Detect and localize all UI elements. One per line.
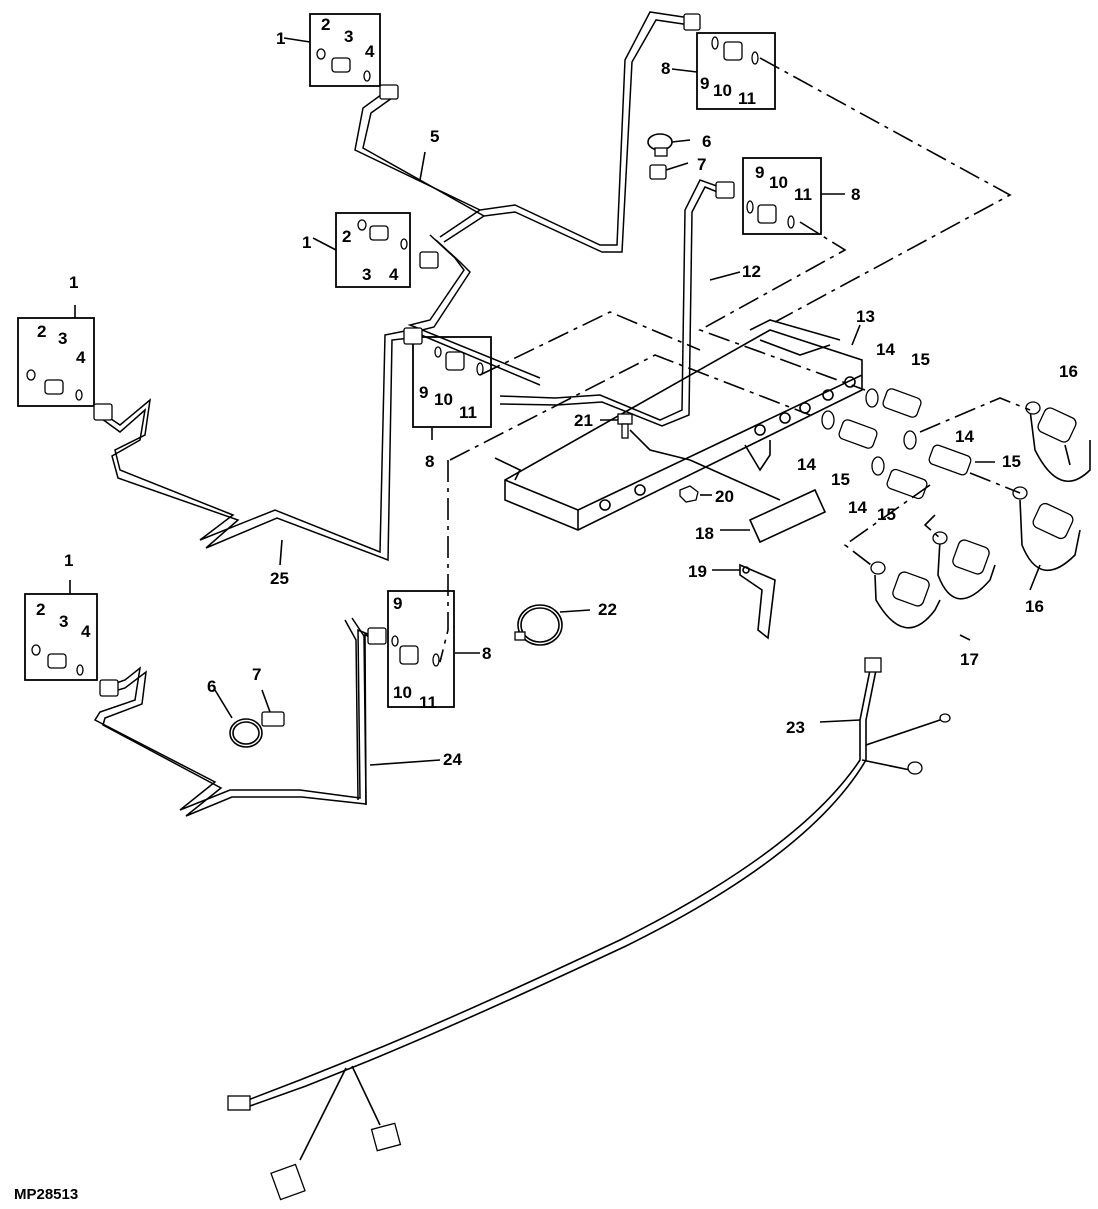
callout-16: 16 xyxy=(1025,597,1044,616)
leader-lines xyxy=(69,37,1071,766)
callout-18: 18 xyxy=(695,524,714,543)
fitting-parts-top xyxy=(316,48,371,82)
callout-3: 3 xyxy=(59,612,68,631)
callout-4: 4 xyxy=(76,348,86,367)
clip-7-upper xyxy=(649,164,667,180)
clamp-22 xyxy=(514,604,563,646)
callout-3: 3 xyxy=(344,27,353,46)
callout-7: 7 xyxy=(697,155,706,174)
hydraulic-tube-24 xyxy=(344,617,387,806)
callout-17: 17 xyxy=(960,650,979,669)
callout-10: 10 xyxy=(769,173,788,192)
coupler-parts-right xyxy=(746,200,795,229)
callout-25: 25 xyxy=(270,569,289,588)
callout-15: 15 xyxy=(911,350,930,369)
clamp-6-upper xyxy=(647,133,673,157)
fitting-kit-box-mid xyxy=(335,212,411,288)
coupler-kit-box-center xyxy=(412,336,492,428)
callout-2: 2 xyxy=(37,322,46,341)
callout-1: 1 xyxy=(302,233,311,252)
callout-6: 6 xyxy=(702,132,711,151)
callout-10: 10 xyxy=(434,390,453,409)
bolt-21 xyxy=(617,413,691,461)
hydraulic-tube-upper-mid xyxy=(407,234,541,386)
callout-15: 15 xyxy=(831,470,850,489)
callout-3: 3 xyxy=(58,329,67,348)
dust-caps-16-17 xyxy=(870,401,1091,629)
callout-9: 9 xyxy=(755,163,764,182)
callout-14: 14 xyxy=(797,455,816,474)
callout-14: 14 xyxy=(876,340,895,359)
clamp-6-lower xyxy=(229,718,263,748)
callout-13: 13 xyxy=(856,307,875,326)
callout-11: 11 xyxy=(459,403,477,422)
figure-code: MP28513 xyxy=(14,1186,78,1203)
callout-2: 2 xyxy=(321,15,330,34)
callout-21: 21 xyxy=(574,411,593,430)
callout-4: 4 xyxy=(365,42,375,61)
fitting-kit-box-lower xyxy=(24,593,98,681)
callout-1: 1 xyxy=(276,29,285,48)
callout-9: 9 xyxy=(419,383,428,402)
callout-8: 8 xyxy=(851,185,860,204)
callout-11: 11 xyxy=(794,185,812,204)
callout-4: 4 xyxy=(389,265,399,284)
coupler-parts-top xyxy=(711,36,759,65)
callout-9: 9 xyxy=(393,594,402,613)
callout-22: 22 xyxy=(598,600,617,619)
dashed-association-lines xyxy=(439,57,1031,663)
callout-3: 3 xyxy=(362,265,371,284)
coupler-kit-box-bottom xyxy=(387,590,455,708)
callout-10: 10 xyxy=(713,81,732,100)
wiring-harness-23 xyxy=(227,657,951,1201)
callout-labels: 1 1 1 1 2 2 2 2 3 3 3 3 4 4 4 4 5 6 6 7 … xyxy=(36,15,1078,769)
callout-8: 8 xyxy=(425,452,434,471)
coupler-kit-box-top xyxy=(696,32,776,110)
callout-1: 1 xyxy=(64,551,73,570)
callout-16: 16 xyxy=(1059,362,1078,381)
callout-19: 19 xyxy=(688,562,707,581)
callout-23: 23 xyxy=(786,718,805,737)
fitting-kit-box-top xyxy=(309,13,381,87)
callout-10: 10 xyxy=(393,683,412,702)
coupler-parts-center xyxy=(434,346,484,376)
hydraulic-tube-25 xyxy=(93,327,423,562)
callout-24: 24 xyxy=(443,750,462,769)
callout-11: 11 xyxy=(419,693,437,712)
callout-20: 20 xyxy=(715,487,734,506)
callout-4: 4 xyxy=(81,622,91,641)
callout-8: 8 xyxy=(482,644,491,663)
callout-12: 12 xyxy=(742,262,761,281)
callout-2: 2 xyxy=(342,227,351,246)
fitting-parts-left xyxy=(26,369,83,401)
bracket-19 xyxy=(739,563,776,640)
coupler-kit-box-right xyxy=(742,157,822,235)
callout-15: 15 xyxy=(877,505,896,524)
quick-couplers-15 xyxy=(821,388,972,500)
callout-5: 5 xyxy=(430,127,439,146)
coupler-parts-bottom xyxy=(391,635,440,667)
decal-18 xyxy=(689,459,827,544)
hydraulic-tube-12 xyxy=(499,179,735,427)
callout-15: 15 xyxy=(1002,452,1021,471)
fitting-parts-lower xyxy=(31,644,84,676)
hydraulic-tube-lower-left xyxy=(93,628,373,817)
callout-14: 14 xyxy=(955,427,974,446)
flange-nut-20 xyxy=(679,485,699,503)
hydraulic-tube-5 xyxy=(354,11,701,253)
fitting-kit-box-left xyxy=(17,317,95,407)
callout-8: 8 xyxy=(661,59,670,78)
callout-1: 1 xyxy=(69,273,78,292)
callout-7: 7 xyxy=(252,665,261,684)
coupler-block-13 xyxy=(494,319,863,531)
callout-11: 11 xyxy=(738,89,756,108)
fitting-parts-mid xyxy=(357,219,408,250)
callout-2: 2 xyxy=(36,600,45,619)
callout-14: 14 xyxy=(848,498,867,517)
callout-9: 9 xyxy=(700,74,709,93)
callout-6: 6 xyxy=(207,677,216,696)
clip-7-lower xyxy=(261,711,285,727)
